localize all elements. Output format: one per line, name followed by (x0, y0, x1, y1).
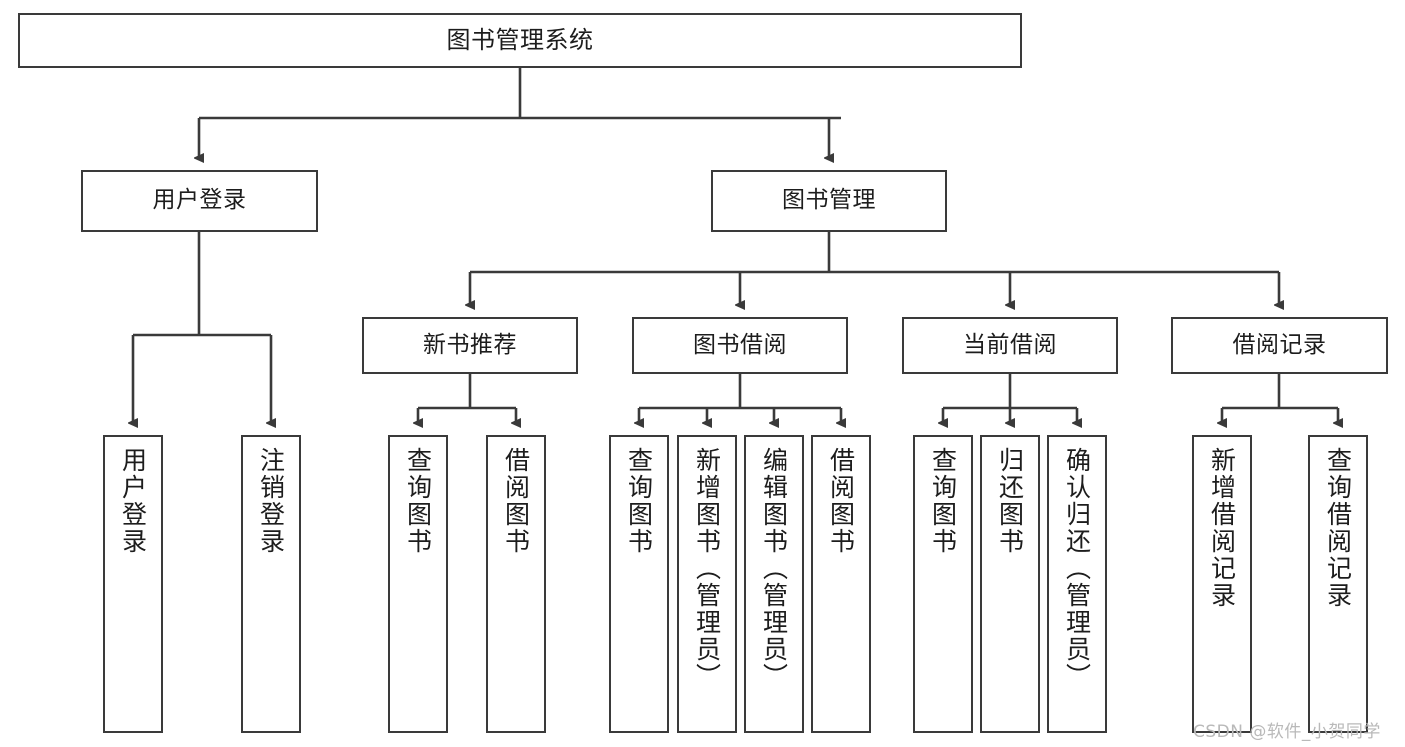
node-label: 查询图书 (928, 447, 958, 555)
node-label: 新书推荐 (423, 331, 517, 358)
node-leaf-query-borrow-record[interactable]: 查询借阅记录 (1308, 435, 1368, 733)
node-book-management[interactable]: 图书管理 (711, 170, 947, 232)
node-leaf-borrow-book[interactable]: 借阅图书 (811, 435, 871, 733)
node-user-login[interactable]: 用户登录 (81, 170, 318, 232)
node-label: 用户登录 (118, 447, 148, 555)
node-leaf-add-book-admin[interactable]: 新增图书（管理员） (677, 435, 737, 733)
node-label: 查询借阅记录 (1323, 447, 1353, 609)
node-label: 图书借阅 (693, 331, 787, 358)
node-leaf-edit-book-admin[interactable]: 编辑图书（管理员） (744, 435, 804, 733)
node-label: 注销登录 (256, 447, 286, 555)
node-label: 查询图书 (624, 447, 654, 555)
node-label: 借阅图书 (501, 447, 531, 555)
node-label: 查询图书 (403, 447, 433, 555)
node-leaf-query-book-current[interactable]: 查询图书 (913, 435, 973, 733)
node-leaf-logout[interactable]: 注销登录 (241, 435, 301, 733)
node-new-book-recommend[interactable]: 新书推荐 (362, 317, 578, 374)
node-current-borrow[interactable]: 当前借阅 (902, 317, 1118, 374)
watermark-text: CSDN @软件_小贺同学 (1193, 722, 1381, 742)
node-label: 归还图书 (995, 447, 1025, 555)
node-label: 当前借阅 (963, 331, 1057, 358)
node-label: 确认归还（管理员） (1062, 447, 1092, 690)
node-book-borrow[interactable]: 图书借阅 (632, 317, 848, 374)
node-label: 新增图书（管理员） (692, 447, 722, 690)
node-leaf-query-book-recommend[interactable]: 查询图书 (388, 435, 448, 733)
node-borrow-record[interactable]: 借阅记录 (1171, 317, 1388, 374)
node-root-system[interactable]: 图书管理系统 (18, 13, 1022, 68)
node-leaf-borrow-book-recommend[interactable]: 借阅图书 (486, 435, 546, 733)
node-label: 图书管理系统 (446, 26, 594, 55)
node-leaf-add-borrow-record[interactable]: 新增借阅记录 (1192, 435, 1252, 733)
node-leaf-confirm-return-admin[interactable]: 确认归还（管理员） (1047, 435, 1107, 733)
node-label: 新增借阅记录 (1207, 447, 1237, 609)
node-label: 借阅记录 (1232, 331, 1327, 358)
node-leaf-user-login[interactable]: 用户登录 (103, 435, 163, 733)
node-leaf-return-book[interactable]: 归还图书 (980, 435, 1040, 733)
node-label: 借阅图书 (826, 447, 856, 555)
node-label: 图书管理 (782, 187, 876, 214)
node-leaf-query-book-borrow[interactable]: 查询图书 (609, 435, 669, 733)
node-label: 用户登录 (152, 187, 247, 214)
node-label: 编辑图书（管理员） (759, 447, 789, 690)
